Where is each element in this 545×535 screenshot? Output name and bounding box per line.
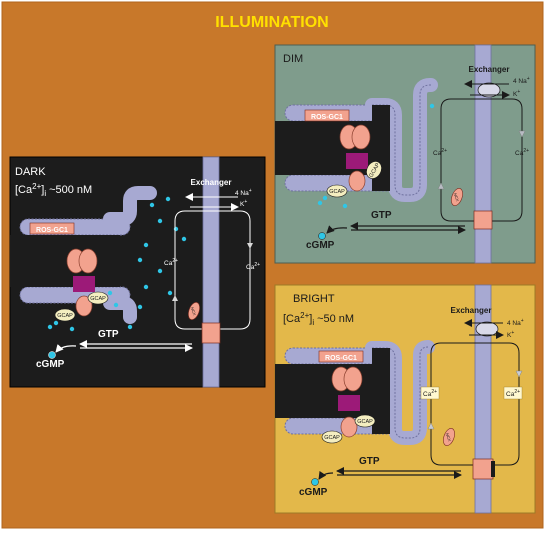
- bright-ca-left-box: [420, 386, 440, 400]
- dark-exchanger-label: Exchanger: [191, 178, 232, 187]
- bright-ca-concentration: [Ca2+]i~50 nM: [283, 311, 354, 327]
- bright-channel: [472, 458, 494, 480]
- dim-channel: [473, 210, 493, 230]
- bright-exchanger-protein: [475, 321, 499, 337]
- bright-loop-arrow-up: [427, 422, 435, 430]
- bright-plasma-membrane: [474, 284, 492, 514]
- dim-calcium-ions: [317, 103, 435, 209]
- dark-channel: [201, 322, 221, 344]
- dark-cgmp-dot: [48, 351, 56, 359]
- dark-ca-left: Ca2+: [164, 258, 178, 267]
- dark-ncx-label: NCX: [190, 306, 198, 316]
- bright-ncx-protein: [443, 428, 455, 446]
- dark-cgmp-curve: [55, 344, 77, 353]
- dim-exchanger-loop: [440, 98, 523, 222]
- dark-gcap-b-label: GCAP: [57, 313, 73, 319]
- bright-gcap-a-label: GCAP: [357, 419, 373, 425]
- dark-ros-gc-label: [29, 222, 75, 235]
- bright-ca-right-box: [503, 386, 523, 400]
- bright-k-label: K+: [507, 330, 514, 339]
- bright-na-label: 4 Na+: [507, 318, 524, 327]
- dark-guanylate-cyclase: [66, 248, 98, 317]
- bright-gcap-a: [354, 414, 376, 428]
- bright-exchanger-loop: [430, 342, 520, 466]
- dark-ca-right: Ca2+: [246, 262, 260, 271]
- bright-state-label: BRIGHT: [293, 293, 335, 305]
- bright-cgmp-curve: [318, 470, 334, 480]
- dim-gtp-label: GTP: [371, 210, 392, 221]
- bright-channel-block: [491, 461, 495, 477]
- dark-plasma-membrane: [202, 156, 220, 388]
- dim-ncx-protein: [451, 188, 463, 206]
- dim-cgmp-dot: [318, 232, 326, 240]
- dim-cgmp-curve: [326, 225, 348, 234]
- dim-loop-arrow-down: [518, 130, 526, 138]
- dark-state-label: DARK: [15, 166, 46, 178]
- dark-gcap-b: [54, 308, 76, 322]
- dim-ca-right: Ca2+: [515, 148, 529, 157]
- dim-cgmp-label: cGMP: [306, 240, 335, 251]
- bright-ros-gc-text: ROS-GC1: [325, 355, 357, 362]
- bright-gtp-label: GTP: [359, 456, 380, 467]
- bright-panel: BRIGHT [Ca2+]i~50 nM ROS-GC1 GCAP GCAP G…: [274, 284, 536, 514]
- dark-cgmp-label: cGMP: [36, 359, 65, 370]
- dark-loop-arrow-up: [172, 295, 178, 301]
- bright-ca-right: Ca2+: [506, 389, 520, 398]
- bright-ros-gc-label: [318, 350, 364, 363]
- dark-ncx-protein: [188, 302, 200, 320]
- dark-exchanger-loop: [174, 210, 251, 330]
- dim-gcap-a: [366, 161, 382, 179]
- illumination-title: ILLUMINATION: [215, 14, 328, 31]
- dim-ros-gc-label: [304, 109, 350, 122]
- bright-cgmp-dot: [311, 478, 319, 486]
- dim-loop-arrow-up: [437, 182, 445, 190]
- dark-ca-concentration: [Ca2+]i~500 nM: [15, 182, 92, 198]
- dark-panel: DARK [Ca2+]i~500 nM ROS-GC1 GCAP GCAP: [9, 156, 266, 388]
- dark-calcium-ions: [47, 196, 187, 332]
- bright-exchanger-label: Exchanger: [451, 306, 492, 315]
- dim-ros-gc-text: ROS-GC1: [311, 114, 343, 121]
- dark-ros-gc-text: ROS-GC1: [36, 227, 68, 234]
- bright-gcap-b: [321, 430, 343, 444]
- dim-plasma-membrane: [474, 44, 492, 264]
- dim-k-label: K+: [513, 89, 520, 98]
- dim-gcap-b: [326, 184, 348, 198]
- bright-ncx-label: NCX: [445, 432, 453, 442]
- dim-exchanger-label: Exchanger: [469, 65, 510, 74]
- dim-state-label: DIM: [283, 53, 303, 65]
- dark-gtp-label: GTP: [98, 329, 119, 340]
- bright-gcap-b-label: GCAP: [324, 435, 340, 441]
- bright-guanylate-cyclase: [331, 366, 363, 438]
- dim-gcap-b-label: GCAP: [329, 189, 345, 195]
- bright-ca-left: Ca2+: [423, 389, 437, 398]
- dim-na-label: 4 Na+: [513, 76, 530, 85]
- dark-loop-arrow-down: [247, 243, 253, 249]
- dark-gcap-a-label: GCAP: [90, 296, 106, 302]
- dim-ncx-label: NCX: [453, 192, 461, 202]
- dark-na-label: 4 Na+: [235, 188, 252, 197]
- dim-exchanger-protein: [477, 82, 501, 98]
- bright-cgmp-label: cGMP: [299, 487, 328, 498]
- dim-guanylate-cyclase: [339, 124, 371, 192]
- dim-panel: DIM ROS-GC1 GCAP GCAP: [274, 44, 536, 264]
- dim-ca-left: Ca2+: [433, 148, 447, 157]
- dark-k-label: K+: [240, 199, 247, 208]
- dark-gcap-a: [87, 291, 109, 305]
- bright-loop-arrow-down: [515, 370, 523, 378]
